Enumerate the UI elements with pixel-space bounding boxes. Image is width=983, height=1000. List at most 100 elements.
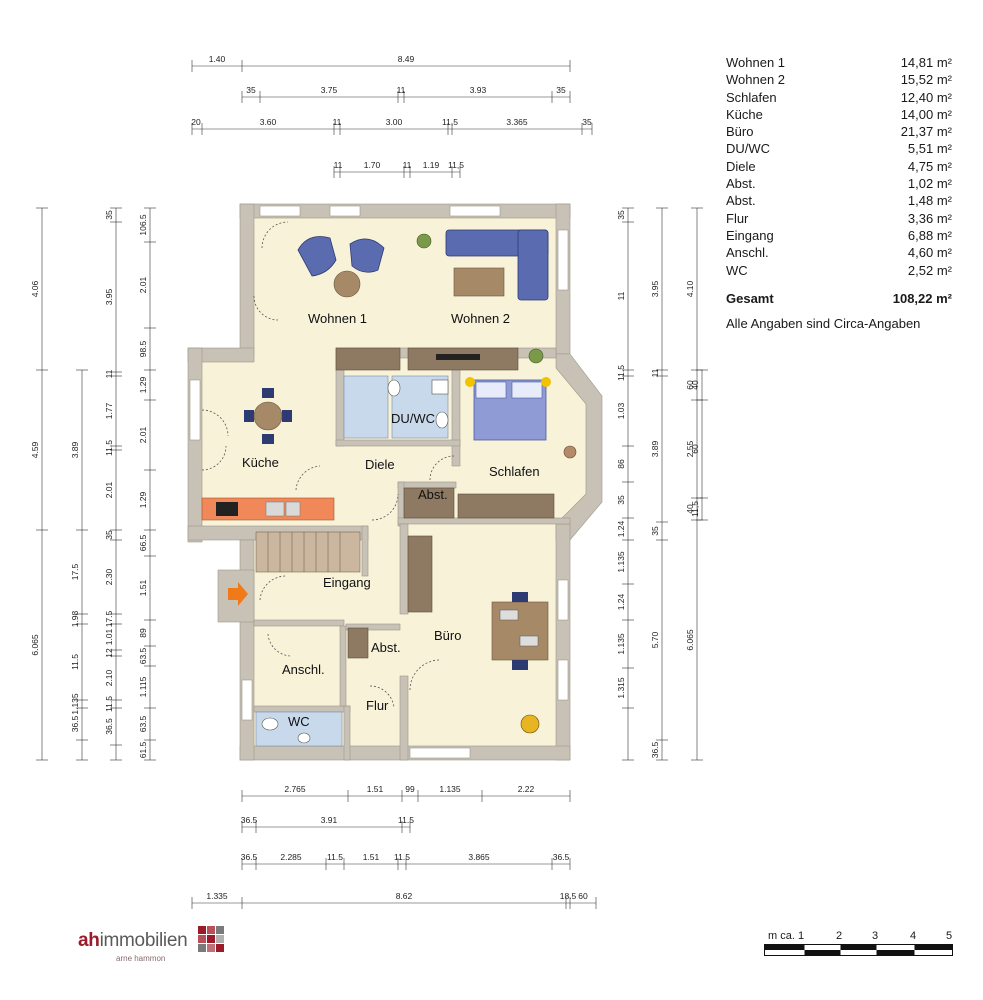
area-room-value: 2,52 m²: [907, 262, 952, 278]
dimension-label: 11.5: [616, 365, 626, 381]
wall-abst2-top: [345, 623, 401, 631]
dimension-label: 12: [104, 648, 114, 658]
dimension-label: 35: [104, 530, 114, 540]
dimension-label: 40: [685, 504, 695, 514]
dimension-label: 3.93: [470, 85, 487, 95]
dimension-label: 1.01: [104, 628, 114, 645]
room-wohnen1: Wohnen 1: [308, 311, 367, 326]
area-row: Eingang 6,88 m²: [726, 227, 952, 244]
dimension-label: 36.5: [104, 718, 114, 735]
sunflower-plant: [520, 714, 540, 734]
furniture: [201, 229, 577, 747]
dimension-label: 86: [616, 459, 626, 469]
dimension-label: 11.5: [394, 852, 410, 862]
dimension-label: 60: [578, 891, 588, 901]
wall-buero-left-lower: [399, 675, 409, 761]
dimension-label: 11.5: [104, 440, 114, 456]
dimension-label: 3.865: [468, 852, 490, 862]
dimension-label: 99: [405, 784, 415, 794]
room-anschl: Anschl.: [282, 662, 325, 677]
dimension-label: 5.70: [650, 631, 660, 648]
room-buero: Büro: [434, 628, 461, 643]
area-room-value: 14,00 m²: [900, 106, 952, 122]
dimension-label: 11: [333, 117, 342, 127]
dimension-label: 40: [690, 380, 700, 390]
dimension-label: 35: [616, 210, 626, 220]
area-row: Abst.1,48 m²: [726, 192, 952, 209]
area-room-name: Eingang: [726, 227, 774, 243]
dimension-label: 11,5: [448, 160, 464, 170]
side-table: [333, 270, 361, 298]
scale-label-1: m ca. 1: [768, 930, 805, 942]
area-total-value: 108,22 m²: [892, 290, 952, 306]
dimension-label: 6.065: [685, 629, 695, 651]
area-room-name: DU/WC: [726, 141, 771, 157]
dimension-label: 3.75: [321, 85, 338, 95]
wall-diele-bottom: [397, 517, 571, 525]
wall-right-lower: [555, 523, 571, 761]
dimension-label: 4.59: [30, 441, 40, 458]
area-room-value: 14,81 m²: [900, 55, 952, 70]
wall-anschl-top: [253, 619, 345, 627]
dimension-label: 66.5: [138, 534, 148, 551]
wall-wc-top: [253, 705, 351, 713]
dimension-label: 2.22: [518, 784, 535, 794]
scale-label-3: 3: [872, 930, 879, 942]
area-room-name: Schlafen: [726, 89, 777, 105]
dimension-label: 2.285: [280, 852, 302, 862]
area-room-value: 15,52 m²: [900, 72, 952, 88]
dimension-label: 35: [616, 495, 626, 505]
dimension-label: 61.5: [138, 741, 148, 758]
sofa: [445, 229, 549, 301]
dimension-label: 4.10: [685, 280, 695, 297]
area-room-value: 4,60 m²: [907, 245, 952, 261]
dimension-label: 35: [582, 117, 592, 127]
room-kueche: Küche: [242, 455, 279, 470]
dimension-label: 20: [191, 117, 201, 127]
dimension-label: 1.24: [616, 520, 626, 537]
dimension-label: 2.55: [685, 440, 695, 457]
dimension-label: 3.89: [650, 440, 660, 457]
area-room-value: 6,88 m²: [907, 227, 952, 243]
area-room-value: 1,48 m²: [907, 193, 952, 209]
dimension-label: 35: [246, 85, 256, 95]
dining-set: [244, 388, 292, 444]
dimension-label: 11,5: [442, 117, 458, 127]
bathroom-fixtures: [343, 375, 449, 439]
windows: [189, 205, 569, 759]
dimension-label: 36.5: [241, 815, 258, 825]
dimension-label: 36.5: [553, 852, 570, 862]
dimension-label: 3.95: [104, 288, 114, 305]
plant-3: [563, 445, 577, 459]
wall-entrance-left: [217, 569, 255, 623]
dimension-label: 1.29: [138, 491, 148, 508]
entrance-arrow-icon: [228, 582, 248, 606]
scale-label-4: 4: [910, 930, 917, 942]
dimension-label: 3.365: [506, 117, 528, 127]
dimension-label: 11.5: [398, 815, 414, 825]
dimension-label: 3.95: [650, 280, 660, 297]
dimension-label: 2.30: [104, 568, 114, 585]
wall-bath-bottom: [335, 439, 461, 447]
area-room-value: 1,02 m²: [907, 176, 952, 192]
room-wc: WC: [288, 714, 310, 729]
area-room-name: WC: [726, 262, 748, 278]
dimension-label: 98.5: [138, 340, 148, 357]
dimension-label: 1.315: [616, 677, 626, 699]
armchairs: [297, 236, 385, 277]
dimension-label: 1.135: [439, 784, 461, 794]
dimension-label: 8.49: [398, 54, 415, 64]
logo-text: ahimmobilien: [78, 930, 188, 952]
dimension-label: 1.135: [616, 633, 626, 655]
dimension-label: 1.98: [70, 610, 80, 627]
area-note: Alle Angaben sind Circa-Angaben: [726, 315, 921, 331]
dimension-label: 106.5: [138, 214, 148, 236]
room-flur: Flur: [366, 698, 389, 713]
dimension-label: 35: [650, 526, 660, 536]
dimension-label: 11,5: [690, 501, 700, 517]
dimension-label: 11.5: [327, 852, 343, 862]
wall-left-upper: [239, 203, 255, 357]
